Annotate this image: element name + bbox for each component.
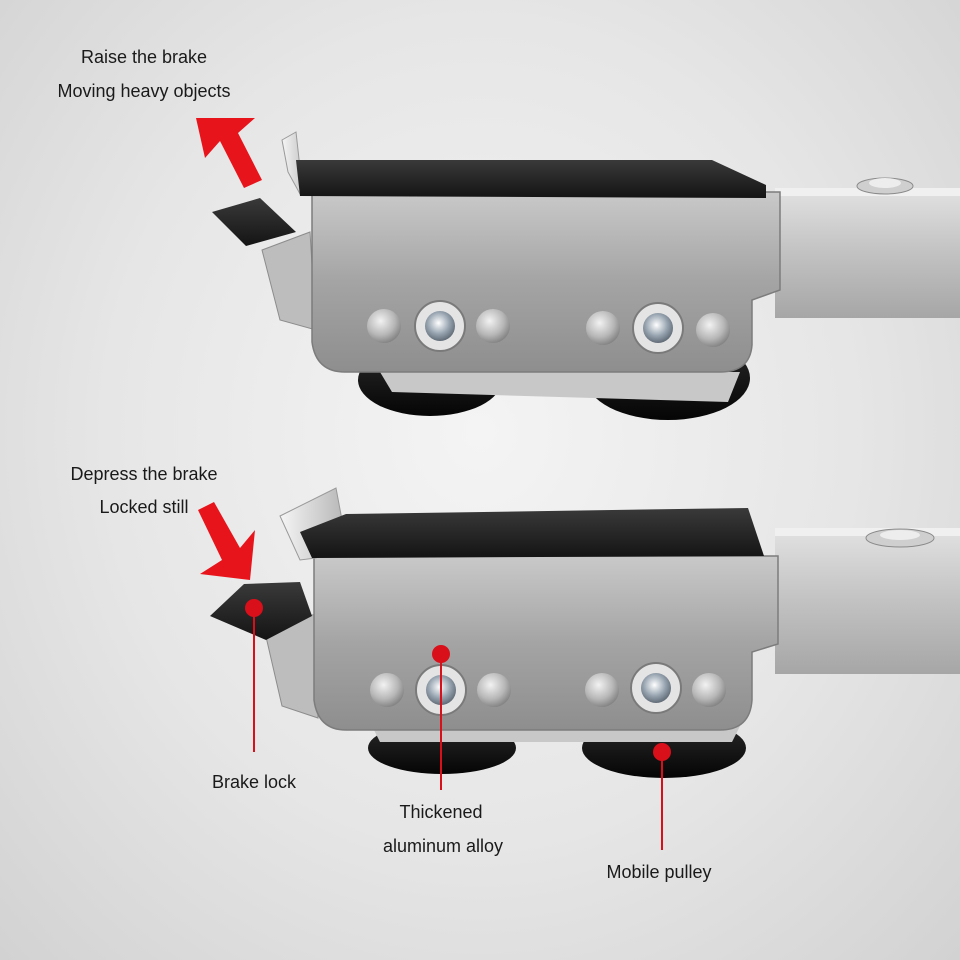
depress-brake-title: Depress the brake xyxy=(70,464,218,484)
rivet xyxy=(696,313,730,347)
arrow-down-right-icon xyxy=(198,502,255,580)
brake-lock-label: Brake lock xyxy=(211,772,297,792)
rubber-pad xyxy=(296,160,766,198)
arrow-up-left-icon xyxy=(196,118,262,188)
depress-brake-subtitle: Locked still xyxy=(99,497,189,517)
extension-rail xyxy=(775,188,960,318)
rivet xyxy=(476,309,510,343)
raise-brake-title: Raise the brake xyxy=(80,47,208,67)
rivet xyxy=(692,673,726,707)
rivet xyxy=(585,673,619,707)
brake-pedal xyxy=(212,198,296,246)
rubber-pad xyxy=(300,508,764,558)
callout-thickened-alloy xyxy=(432,645,450,790)
caster-unit-locked xyxy=(210,487,960,778)
rivet xyxy=(477,673,511,707)
thickened-label-line2: aluminum alloy xyxy=(382,836,504,856)
callout-brake-lock xyxy=(245,599,263,752)
rivet xyxy=(367,309,401,343)
callout-mobile-pulley xyxy=(653,743,671,850)
thickened-label-line1: Thickened xyxy=(399,802,483,822)
caster-unit-raised xyxy=(212,131,960,420)
rivet xyxy=(586,311,620,345)
raise-brake-subtitle: Moving heavy objects xyxy=(57,81,231,101)
rivet xyxy=(370,673,404,707)
extension-rail xyxy=(775,528,960,674)
mobile-pulley-label: Mobile pulley xyxy=(606,862,712,882)
